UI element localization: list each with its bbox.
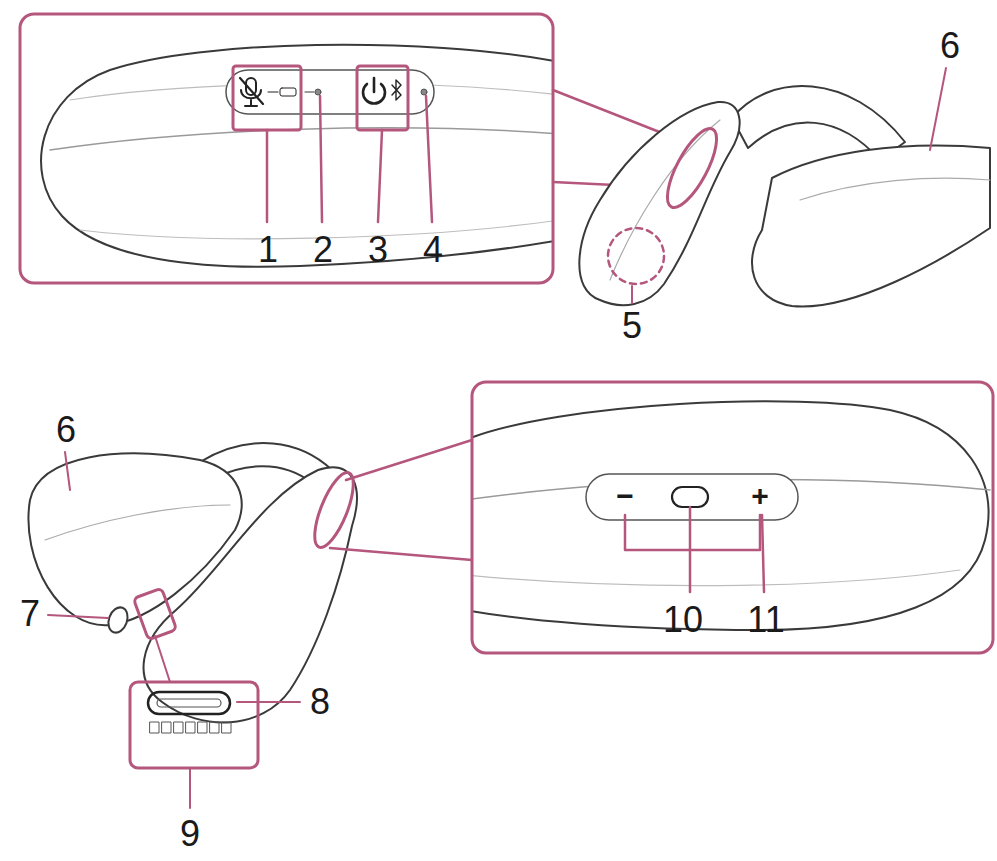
button-symbol: +: [751, 481, 769, 511]
mic-icon: [240, 78, 296, 106]
callout-number: 7: [20, 596, 40, 632]
neckband-speaker: [579, 86, 990, 306]
callout-number: 6: [56, 412, 76, 448]
leader-lines: [330, 440, 764, 592]
usb-c-port: [148, 692, 230, 714]
leader-line: [189, 768, 191, 808]
leader-line: [155, 636, 170, 682]
callout-number: 2: [313, 232, 333, 268]
leader-line: [237, 701, 300, 703]
callout-number: 3: [368, 232, 388, 268]
power-icon: [363, 78, 401, 103]
leader-line: [930, 68, 946, 150]
callout-number: 10: [663, 602, 703, 638]
leader-line: [631, 286, 633, 303]
inset-frame: [130, 682, 258, 768]
button-oval: [672, 487, 708, 507]
leader-line: [48, 615, 108, 618]
indicator-led: [315, 89, 321, 95]
indicator-led: [421, 89, 427, 95]
callout-number: 1: [258, 232, 278, 268]
callout-number: 5: [622, 308, 642, 344]
callout-number: 4: [423, 232, 443, 268]
callout-number: 8: [310, 684, 330, 720]
speaker-location: [608, 228, 664, 284]
inset-frame: [20, 14, 553, 283]
leader-line: [65, 452, 70, 490]
button-symbol: −: [616, 481, 634, 511]
inset-frame: [472, 382, 993, 653]
callout-number: 11: [747, 602, 784, 638]
callout-number: 6: [940, 28, 960, 64]
highlight-ellipse: [658, 122, 726, 214]
highlight-box: [357, 66, 408, 130]
port-marking: [150, 722, 231, 733]
housing-closeup: [41, 45, 553, 267]
housing-closeup: [472, 401, 990, 630]
callout-number: 9: [180, 816, 200, 852]
highlight-box: [233, 66, 301, 130]
highlight-box: [133, 588, 176, 640]
highlight-ellipse: [307, 468, 361, 552]
